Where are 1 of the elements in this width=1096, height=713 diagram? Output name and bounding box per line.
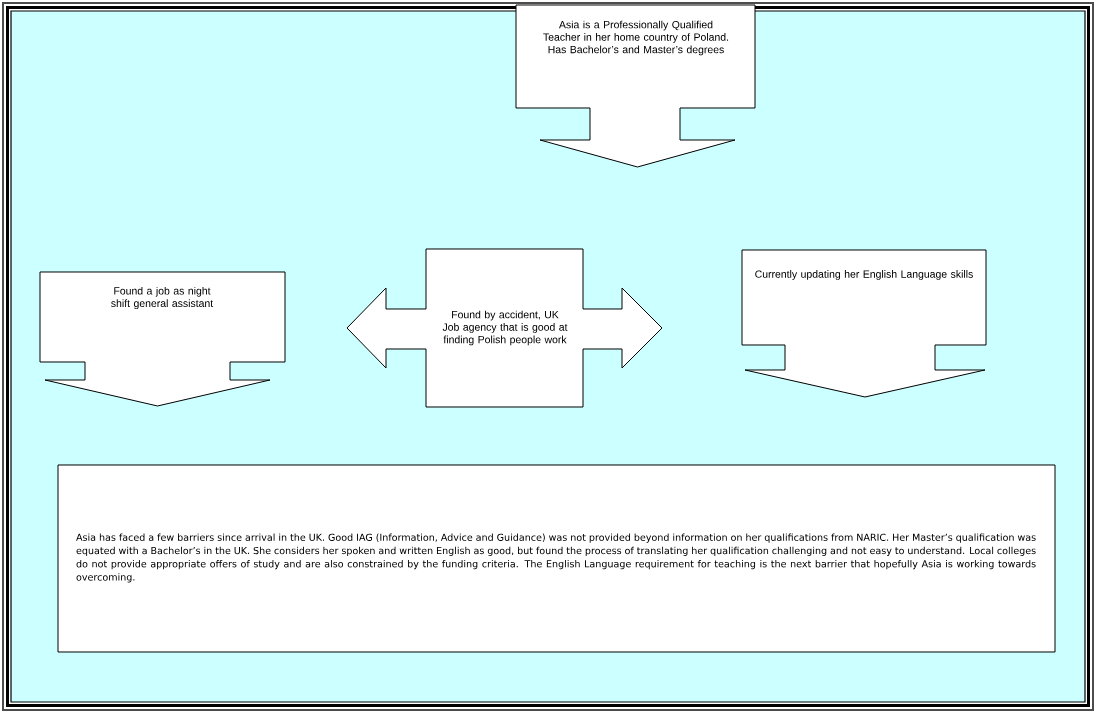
text-box: Asia has faced a few barriers since arrival in the UK. Good IAG (Information, Advice and Guidance) was not provided beyond information on her qualifications from NARIC. Her Master’s qualification was equated with a Bachelor’s in the UK. She considers her spoken and written English as good, but found the process of translating her qualification challenging and not easy to understand. Local colleges do not provide appropriate offers of study and are also constrained by the funding criteria. The English Language requirement for teaching is the next barrier that hopefully Asia is working towards overcoming. <box>57 464 1056 653</box>
